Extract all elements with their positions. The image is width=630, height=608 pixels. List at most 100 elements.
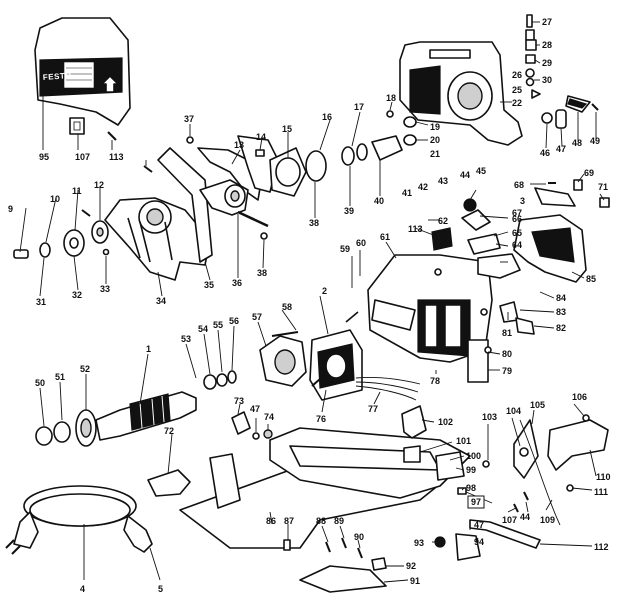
part-label-46: 45 <box>476 166 486 176</box>
part-label-33: 32 <box>72 290 82 300</box>
part-label-52: 51 <box>55 372 65 382</box>
part-label-72: 71 <box>598 182 608 192</box>
motor-housing-part <box>399 14 541 146</box>
part-label-107: 107 <box>502 515 517 525</box>
part-label-105: 105 <box>530 400 545 410</box>
part-label-55: 54 <box>198 324 208 334</box>
part-label-100: 100 <box>466 451 481 461</box>
accessory-parts <box>299 405 609 593</box>
part-label-12: 11 <box>72 186 82 196</box>
part-label-47-middle: 47 <box>250 404 260 414</box>
part-label-111: 111 <box>594 487 608 497</box>
part-label-76: 74 <box>264 412 274 422</box>
part-label-35: 34 <box>156 296 166 306</box>
part-label-47-bottom: 47 <box>474 520 484 530</box>
armature-part <box>35 391 197 447</box>
part-label-47-top: 46 <box>540 148 550 158</box>
part-label-56: 55 <box>213 320 223 330</box>
part-label-16: 15 <box>282 124 292 134</box>
part-label-79: 78 <box>430 376 440 386</box>
part-label-67: 66 <box>512 214 522 224</box>
part-label-78: 77 <box>368 404 378 414</box>
part-label-41: 40 <box>374 196 384 206</box>
part-label-32: 31 <box>36 297 46 307</box>
part-label-77: 76 <box>316 414 326 424</box>
part-label-17: 16 <box>322 112 332 122</box>
part-label-57: 56 <box>229 316 239 326</box>
part-label-8: 113 <box>109 152 124 162</box>
part-label-45: 44 <box>460 170 470 180</box>
part-label-34: 33 <box>100 284 110 294</box>
part-label-113: 113 <box>408 224 423 234</box>
part-label-22: 21 <box>430 149 440 159</box>
power-cable-part <box>5 485 153 555</box>
part-label-88: 87 <box>284 516 294 526</box>
part-label-94: 93 <box>414 538 424 548</box>
part-label-39: 38 <box>309 218 319 228</box>
part-label-53: 52 <box>80 364 90 374</box>
part-label-99: 99 <box>466 465 476 475</box>
part-label-74: 73 <box>234 396 244 406</box>
part-label-82: 81 <box>502 328 512 338</box>
part-label-81: 80 <box>502 349 512 359</box>
part-label-87: 86 <box>266 516 276 526</box>
part-label-60: 59 <box>340 244 350 254</box>
part-label-64: 63 <box>466 202 476 212</box>
part-label-84: 83 <box>556 307 566 317</box>
part-label-110: 110 <box>596 472 611 482</box>
part-label-18: 17 <box>354 102 364 112</box>
motor-field-part <box>203 311 421 401</box>
part-label-89: 88 <box>316 516 326 526</box>
part-label-104: 104 <box>506 406 521 416</box>
part-label-90: 89 <box>334 516 344 526</box>
part-label-85: 84 <box>556 293 566 303</box>
part-label-4: 4 <box>80 584 85 594</box>
blade-guard-part <box>104 197 211 281</box>
riving-knife-assembly <box>143 110 417 263</box>
part-label-5: 5 <box>158 584 163 594</box>
part-label-61: 60 <box>356 238 366 248</box>
switch-parts <box>541 95 599 129</box>
part-label-63: 62 <box>438 216 448 226</box>
part-label-40: 39 <box>344 206 354 216</box>
part-label-20: 19 <box>430 122 440 132</box>
part-label-103: 103 <box>482 412 497 422</box>
part-label-21: 20 <box>430 135 440 145</box>
part-label-43: 42 <box>418 182 428 192</box>
gear-housing-part <box>367 254 493 363</box>
part-label-66: 65 <box>512 228 522 238</box>
part-label-42: 41 <box>402 188 412 198</box>
part-label-106: 106 <box>572 392 587 402</box>
part-label-91: 90 <box>354 532 364 542</box>
leader-lines <box>19 21 605 583</box>
motor-cover-part: FESTO <box>34 17 131 141</box>
part-label-44-bottom: 44 <box>520 512 530 522</box>
part-label-10: 9 <box>8 204 13 214</box>
part-label-59: 58 <box>282 302 292 312</box>
part-label-102: 102 <box>438 417 453 427</box>
part-label-13: 12 <box>94 180 104 190</box>
part-label-54: 53 <box>181 334 191 344</box>
part-label-25: 22 <box>512 98 522 108</box>
part-label-68: 67 <box>512 208 522 218</box>
part-label-92: 91 <box>410 576 420 586</box>
brand-logo: FESTO <box>43 71 73 82</box>
part-label-7: 107 <box>75 152 90 162</box>
part-label-3: 3 <box>520 196 525 206</box>
spindle-washers <box>13 209 110 259</box>
part-label-1: 1 <box>146 344 151 354</box>
part-label-27: 26 <box>512 70 522 80</box>
part-label-109: 109 <box>540 515 555 525</box>
part-label-28: 27 <box>542 17 552 27</box>
part-label-86: 85 <box>586 274 596 284</box>
part-label-38-top: 37 <box>184 114 194 124</box>
part-label-65: 64 <box>512 240 522 250</box>
part-label-97-box <box>467 495 485 509</box>
part-label-2: 2 <box>322 286 327 296</box>
part-label-62: 61 <box>380 232 390 242</box>
part-label-31: 30 <box>542 75 552 85</box>
part-label-95: 94 <box>474 537 484 547</box>
part-label-30: 29 <box>542 58 552 68</box>
